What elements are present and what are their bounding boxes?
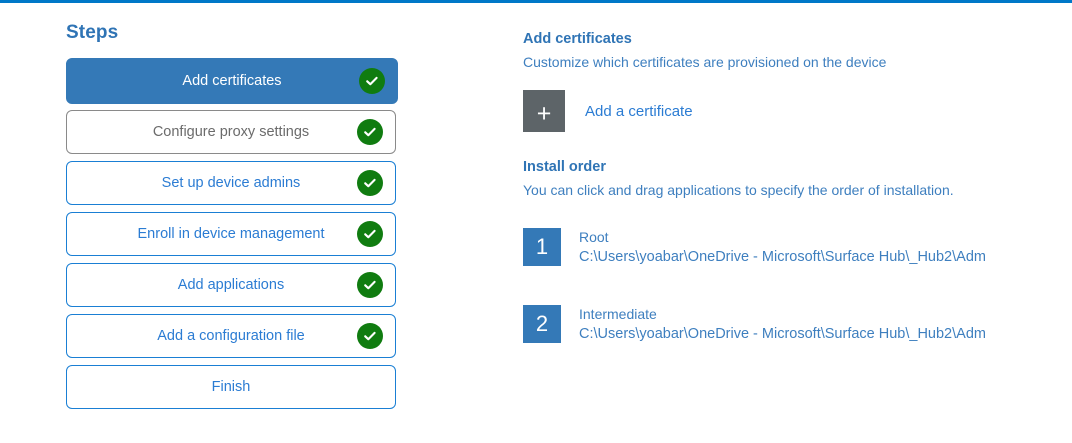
step-button-2[interactable]: Set up device admins xyxy=(66,161,396,205)
install-order-title: Install order xyxy=(523,159,606,175)
page-title: Add certificates xyxy=(523,31,632,47)
add-certificate-button[interactable]: + xyxy=(523,90,565,132)
order-number-badge: 2 xyxy=(523,305,561,343)
add-certificate-row[interactable]: + Add a certificate xyxy=(523,90,1023,132)
certificate-path: C:\Users\yoabar\OneDrive - Microsoft\Sur… xyxy=(579,326,986,342)
check-circle-icon xyxy=(357,170,383,196)
plus-icon: + xyxy=(536,99,552,128)
install-order-subtitle: You can click and drag applications to s… xyxy=(523,182,954,198)
check-circle-icon xyxy=(357,221,383,247)
detail-panel: Add certificates Customize which certifi… xyxy=(523,30,1023,382)
step-button-3[interactable]: Enroll in device management xyxy=(66,212,396,256)
certificate-name: Intermediate xyxy=(579,306,657,322)
step-button-1[interactable]: Configure proxy settings xyxy=(66,110,396,154)
check-circle-icon xyxy=(357,272,383,298)
step-button-0[interactable]: Add certificates xyxy=(66,58,398,104)
step-button-6[interactable]: Finish xyxy=(66,365,396,409)
check-circle-icon xyxy=(357,119,383,145)
step-label: Enroll in device management xyxy=(137,226,325,242)
step-label: Add certificates xyxy=(182,73,282,89)
steps-title: Steps xyxy=(66,22,119,43)
step-button-5[interactable]: Add a configuration file xyxy=(66,314,396,358)
check-circle-icon xyxy=(359,68,385,94)
install-order-section: Install order You can click and drag app… xyxy=(523,158,1023,344)
step-label: Configure proxy settings xyxy=(152,124,310,140)
step-label: Set up device admins xyxy=(161,175,301,191)
step-label: Add a configuration file xyxy=(157,328,305,344)
step-label: Finish xyxy=(211,379,251,395)
check-circle-icon xyxy=(357,323,383,349)
order-number-badge: 1 xyxy=(523,228,561,266)
page-subtitle: Customize which certificates are provisi… xyxy=(523,54,887,70)
certificate-name: Root xyxy=(579,229,609,245)
add-certificate-label[interactable]: Add a certificate xyxy=(585,102,693,120)
step-label: Add applications xyxy=(177,277,285,293)
certificate-path: C:\Users\yoabar\OneDrive - Microsoft\Sur… xyxy=(579,249,986,265)
top-accent-bar xyxy=(0,0,1072,3)
step-button-4[interactable]: Add applications xyxy=(66,263,396,307)
